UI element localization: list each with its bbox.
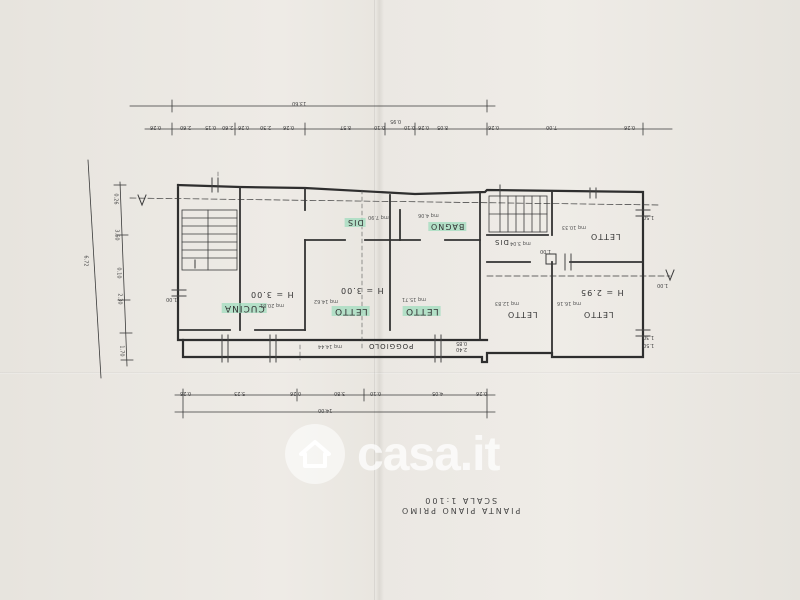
dim-top-1: 2.60: [180, 124, 192, 130]
dim-misc-4: 1.00: [657, 282, 669, 288]
dim-left-4: 1.70: [118, 345, 125, 357]
dim-bottom-5: 4.05: [432, 390, 444, 396]
room-area-cucina: mq 20.81: [260, 302, 284, 308]
room-area-letto-1: mq 14.62: [314, 298, 338, 304]
dim-left-3: 2.30: [116, 293, 123, 305]
dim-left-0: 0.26: [112, 193, 119, 205]
dim-top-6: 0.26: [283, 124, 295, 130]
room-label-letto-2: LETTO: [403, 306, 441, 316]
room-area-letto-4: mq 12.83: [495, 300, 519, 306]
paper-fold-horizontal: [0, 372, 800, 374]
left-dimension-lines: [87, 159, 134, 379]
house-icon: [285, 424, 345, 484]
dim-bottom-total: 14.00: [318, 407, 333, 413]
room-label-bagno: BAGNO: [428, 222, 467, 231]
room-height-cucina: H = 3.00: [250, 290, 294, 299]
dim-top-11: 0.26: [418, 124, 430, 130]
dim-bottom-2: 0.26: [290, 390, 302, 396]
dim-bottom-6: 0.26: [476, 390, 488, 396]
dim-top-13: 0.26: [488, 124, 500, 130]
room-area-dis-1: mq 7.90: [368, 214, 389, 220]
room-area-bagno: mq 4.06: [418, 212, 439, 218]
dim-top-total: 13.60: [292, 100, 307, 106]
window-ticks: [171, 177, 651, 363]
dim-bottom-0: 0.26: [180, 390, 192, 396]
stair-right: [488, 195, 548, 233]
dim-top-15: 0.26: [624, 124, 636, 130]
dim-bottom-1: 5.23: [234, 390, 246, 396]
dim-misc-1: 1.50: [643, 214, 655, 220]
paper-fold-vertical: [374, 0, 376, 600]
dim-top-14: 7.00: [546, 124, 558, 130]
dim-bottom-4: 0.10: [370, 390, 382, 396]
dim-left-2: 0.10: [115, 267, 122, 279]
dim-top-7: 8.57: [340, 124, 352, 130]
dim-top-5: 2.30: [260, 124, 272, 130]
dim-misc-3: 2.40: [456, 346, 468, 352]
room-label-letto-3: LETTO: [590, 232, 621, 241]
room-height-letto-5: H = 2.95: [580, 288, 624, 297]
dim-top-10: 0.10: [404, 124, 416, 130]
room-height-letto-1: H = 3.00: [340, 286, 384, 295]
drawing-title-block: PIANTA PIANO PRIMO SCALA 1:100: [400, 495, 520, 515]
room-label-dis-2: DIS: [494, 238, 509, 246]
bottom-dimension-lines: [174, 388, 496, 419]
dim-misc-5: 1.30: [643, 334, 655, 340]
dim-left-1: 3.60: [113, 229, 120, 241]
dim-misc-7: 1.00: [540, 248, 552, 254]
room-area-letto-5: mq 16.16: [557, 300, 581, 306]
casa-watermark: casa.it: [285, 424, 500, 484]
room-area-dis-2: mq 3.04: [510, 240, 531, 246]
room-label-letto-5: LETTO: [583, 310, 614, 319]
room-area-letto-2: mq 15.71: [402, 296, 426, 302]
section-line: [129, 197, 671, 277]
outer-walls: [176, 183, 645, 364]
dim-top-4: 0.26: [238, 124, 250, 130]
dim-misc-0: 1.00: [166, 296, 178, 302]
dim-misc-6: 1.50: [643, 342, 655, 348]
dim-bottom-3: 3.80: [334, 390, 346, 396]
room-area-letto-3: mq 10.33: [562, 224, 586, 230]
column: [545, 253, 557, 265]
watermark-brand: casa.it: [357, 427, 500, 481]
dim-top-0: 0.26: [150, 124, 162, 130]
room-label-letto-1: LETTO: [332, 306, 370, 316]
drawing-title: PIANTA PIANO PRIMO: [400, 506, 521, 515]
dim-top-9: 0.95: [390, 118, 402, 124]
stair-left: [181, 209, 238, 271]
top-dimension-lines: [129, 99, 673, 136]
dim-top-3: 2.60: [222, 124, 234, 130]
room-label-letto-4: LETTO: [507, 310, 538, 319]
room-area-poggiolo: mq 14.44: [318, 343, 342, 349]
dim-left-total: 6.72: [82, 255, 89, 267]
interior-walls: [179, 186, 644, 358]
section-markers: [137, 194, 675, 282]
dim-top-8: 0.10: [374, 124, 386, 130]
room-label-dis-1: DIS: [345, 218, 366, 227]
dim-top-12: 8.05: [437, 124, 449, 130]
room-label-poggiolo: POGGIOLO: [368, 342, 414, 350]
dim-top-2: 0.15: [205, 124, 217, 130]
drawing-scale: SCALA 1:100: [423, 496, 498, 505]
